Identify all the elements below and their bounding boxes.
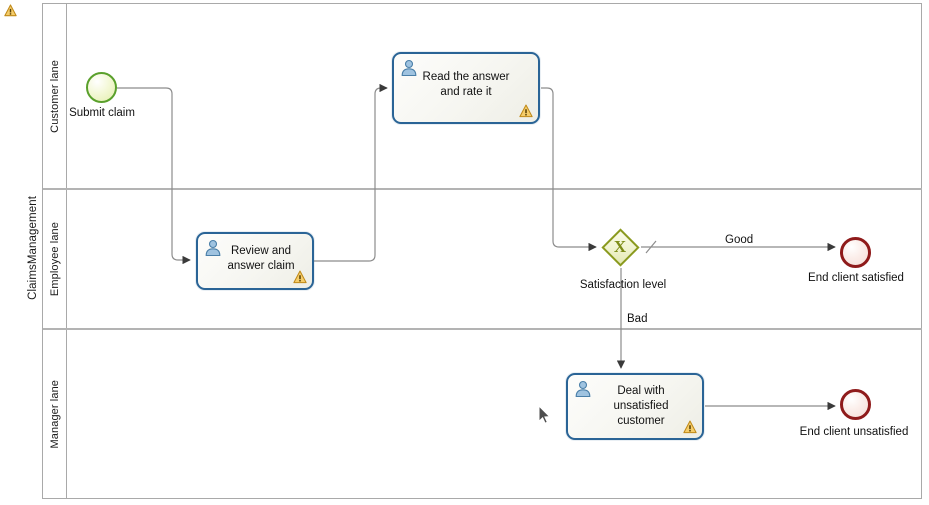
flow-label-bad: Bad xyxy=(625,313,650,325)
exclusive-gateway-satisfaction-level[interactable]: X xyxy=(600,227,640,267)
lane-divider-employee-manager xyxy=(43,328,922,330)
warning-icon[interactable] xyxy=(519,104,533,118)
task-read-the-answer-and-rate-it[interactable]: Read the answer and rate it xyxy=(392,52,540,124)
start-event-submit-claim[interactable] xyxy=(86,72,117,103)
task-deal-with-unsatisfied-customer[interactable]: Deal with unsatisfied customer xyxy=(566,373,704,440)
task-label: Read the answer and rate it xyxy=(422,71,510,98)
user-icon xyxy=(575,380,591,398)
lane-header-customer[interactable]: Customer lane xyxy=(43,4,67,188)
lane-header-manager[interactable]: Manager lane xyxy=(43,330,67,498)
end-event-satisfied-label: End client satisfied xyxy=(808,272,904,284)
warning-icon[interactable] xyxy=(4,4,17,17)
end-event-client-unsatisfied[interactable] xyxy=(840,389,871,420)
user-icon xyxy=(205,239,221,257)
lane-header-employee[interactable]: Employee lane xyxy=(43,190,67,328)
gateway-label: Satisfaction level xyxy=(579,279,667,291)
mouse-pointer-icon xyxy=(538,405,551,424)
flow-label-good: Good xyxy=(723,234,756,246)
lane-divider-customer-employee xyxy=(43,188,922,190)
task-review-and-answer-claim[interactable]: Review and answer claim xyxy=(196,232,314,290)
flow-review-to-read xyxy=(314,83,388,262)
start-event-label: Submit claim xyxy=(69,107,135,119)
user-icon xyxy=(401,59,417,77)
end-event-unsatisfied-label: End client unsatisfied xyxy=(799,426,909,438)
warning-icon[interactable] xyxy=(293,270,307,284)
end-event-client-satisfied[interactable] xyxy=(840,237,871,268)
warning-icon[interactable] xyxy=(683,420,697,434)
flow-start-to-review xyxy=(117,87,191,265)
gateway-x-marker: X xyxy=(613,237,627,256)
task-label: Deal with unsatisfied customer xyxy=(613,385,669,427)
default-flow-marker xyxy=(645,240,657,254)
pool-header[interactable] xyxy=(21,3,43,499)
flow-read-to-gateway xyxy=(541,87,597,252)
task-label: Review and answer claim xyxy=(227,245,295,272)
